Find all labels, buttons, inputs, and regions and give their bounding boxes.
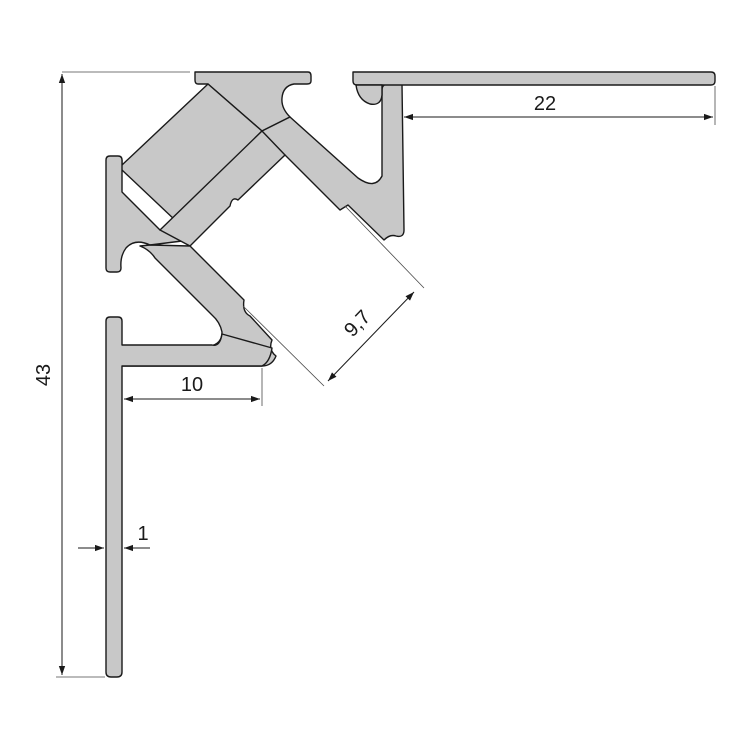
top-flange-root (355, 84, 383, 105)
dimension-channel-label: 9,7 (340, 306, 375, 341)
dimension-height-label: 43 (33, 364, 55, 386)
vertical-wall (105, 316, 273, 678)
dimension-wall-label: 1 (137, 523, 148, 545)
left-upper-flange (105, 155, 191, 273)
dimension-wall: 1 (78, 523, 150, 552)
dimension-lower-step: 10 (124, 368, 263, 406)
spine-upper-arm (261, 83, 405, 241)
top-cap (194, 71, 312, 132)
dimension-top-flange-label: 22 (534, 93, 556, 115)
center-node (121, 130, 286, 367)
top-flange (352, 71, 716, 86)
dimension-lower-step-label: 10 (181, 374, 203, 396)
dimension-height: 43 (33, 71, 190, 678)
dimension-top-flange: 22 (404, 86, 716, 125)
aluminum-profile (105, 71, 716, 678)
